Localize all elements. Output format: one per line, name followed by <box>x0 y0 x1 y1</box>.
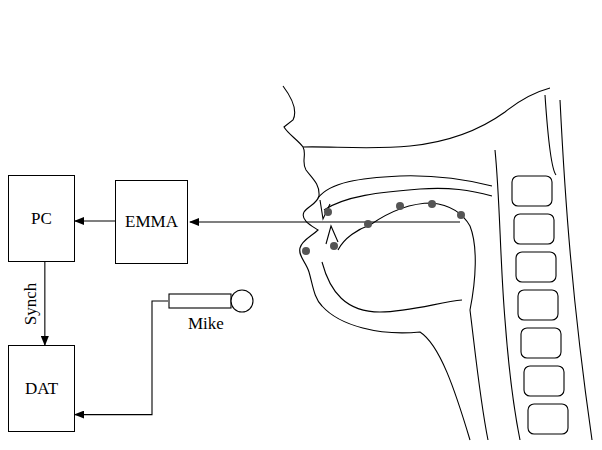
node-label: Mike <box>188 314 224 334</box>
microphone-head <box>231 290 253 312</box>
node-label: DAT <box>25 379 58 399</box>
signal-arrow <box>75 220 115 221</box>
recorder-box: DAT <box>8 345 75 432</box>
emma-box: EMMA <box>115 180 188 264</box>
edge-label: Synch <box>21 281 41 326</box>
microphone-symbol <box>168 289 254 314</box>
head-outline <box>283 86 592 440</box>
vertebrae <box>512 176 568 434</box>
computer-box: PC <box>8 175 75 262</box>
node-label: PC <box>31 209 52 229</box>
microphone-body <box>169 294 231 308</box>
sensor-coils <box>302 200 465 255</box>
sensor-signal-line <box>190 221 460 222</box>
node-label: EMMA <box>125 212 178 232</box>
microphone: Mike <box>168 289 263 337</box>
signal-arrow <box>75 301 168 415</box>
signal-arrow <box>44 262 45 345</box>
